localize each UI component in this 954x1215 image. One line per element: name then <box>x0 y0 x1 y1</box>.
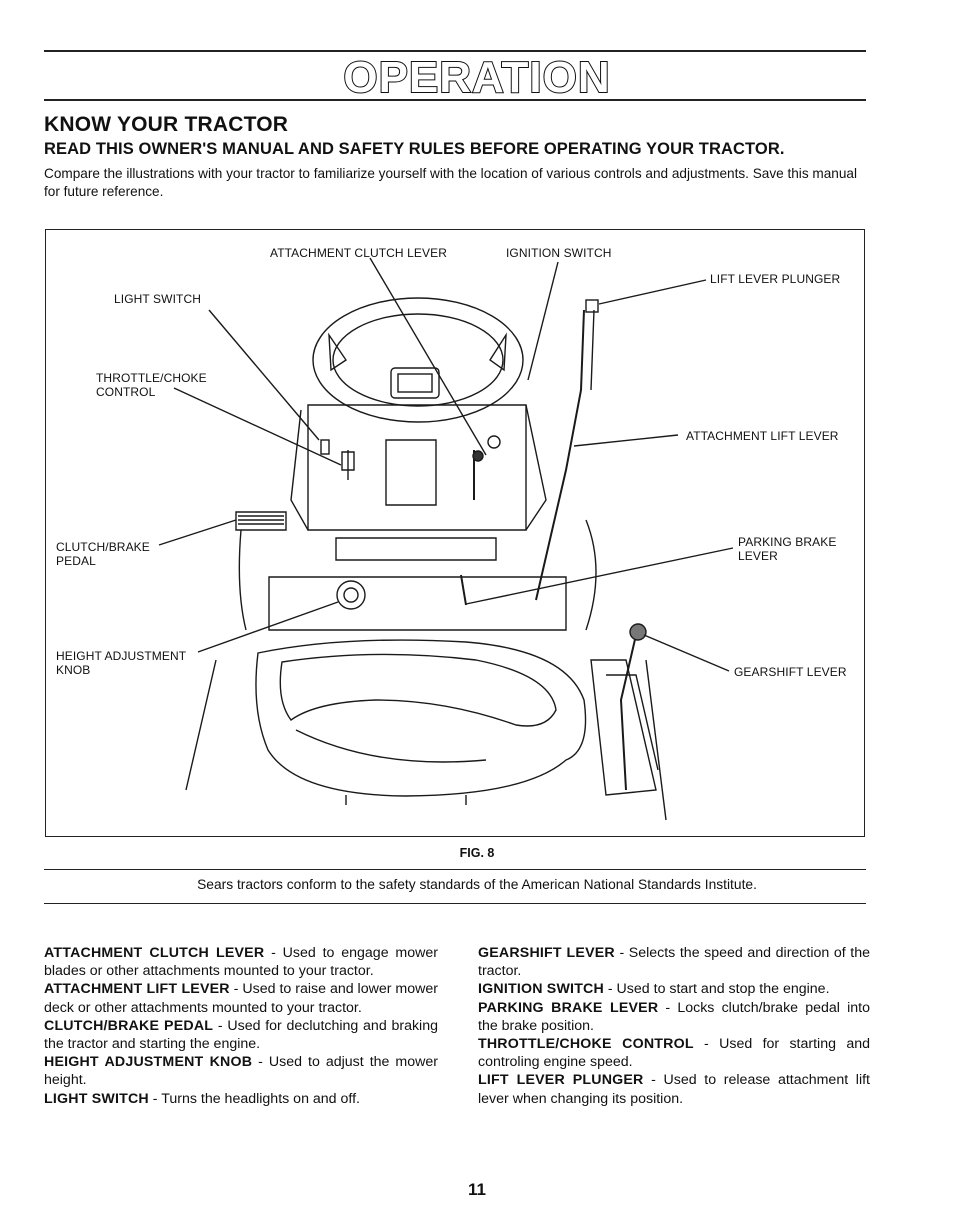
header-bottom-rule <box>44 99 866 101</box>
description-text: - Used to engage mower blades or other a… <box>44 945 438 980</box>
safety-warning-heading: READ THIS OWNER'S MANUAL AND SAFETY RULE… <box>44 140 785 158</box>
label-lift-lever-plunger: LIFT LEVER PLUNGER <box>710 272 841 286</box>
dash-panel <box>307 404 527 531</box>
standards-top-rule <box>44 869 866 870</box>
parking-brake-lever-drawing <box>460 574 467 606</box>
description-entry: ATTACHMENT CLUTCH LEVER - Used to engage… <box>44 944 438 980</box>
description-term: PARKING BRAKE LEVER <box>478 999 659 1016</box>
attachment-lift-lever-drawing <box>535 309 585 601</box>
label-height-adjustment-line1: HEIGHT ADJUSTMENT <box>56 649 187 663</box>
description-term: GEARSHIFT LEVER <box>478 945 615 961</box>
description-entry: LIFT LEVER PLUNGER - Used to release att… <box>478 1071 870 1107</box>
description-text: - Used for declutching and braking the t… <box>44 1017 438 1053</box>
description-term: ATTACHMENT LIFT LEVER <box>44 981 230 998</box>
descriptions-left-column: ATTACHMENT CLUTCH LEVER - Used to engage… <box>44 944 438 1108</box>
leader-gearshift <box>643 634 730 672</box>
label-attachment-clutch-lever: ATTACHMENT CLUTCH LEVER <box>270 246 447 260</box>
intro-paragraph: Compare the illustrations with your trac… <box>44 166 857 199</box>
tractor-controls-figure: ATTACHMENT CLUTCH LEVER IGNITION SWITCH … <box>45 229 865 837</box>
throttle-lever-drawing <box>341 450 355 480</box>
description-entry: HEIGHT ADJUSTMENT KNOB - Used to adjust … <box>44 1053 438 1089</box>
description-entry: IGNITION SWITCH - Used to start and stop… <box>478 980 870 998</box>
description-text: - Used to start and stop the engine. <box>603 981 830 998</box>
description-text: - Used to raise and lower mower deck or … <box>44 981 438 1016</box>
leader-light-switch <box>208 309 320 441</box>
description-entry: GEARSHIFT LEVER - Selects the speed and … <box>478 944 870 980</box>
leader-parking-brake <box>465 547 734 605</box>
description-text: - Locks clutch/brake pedal into the brak… <box>478 999 870 1034</box>
description-text: - Used to adjust the mower height. <box>44 1054 438 1089</box>
description-entry: CLUTCH/BRAKE PEDAL - Used for declutchin… <box>44 1017 438 1053</box>
description-term: IGNITION SWITCH <box>478 981 604 998</box>
seat-drawing <box>255 639 587 797</box>
description-term: CLUTCH/BRAKE PEDAL <box>44 1017 214 1034</box>
label-parking-brake-line1: PARKING BRAKE <box>738 535 837 549</box>
description-text: - Turns the headlights on and off. <box>148 1090 360 1107</box>
description-entry: THROTTLE/CHOKE CONTROL - Used for starti… <box>478 1035 870 1071</box>
tractor-illustration <box>158 257 734 821</box>
label-clutch-brake-line2: PEDAL <box>56 554 96 568</box>
leader-attachment-lift <box>573 434 679 447</box>
section-title: OPERATION <box>342 53 611 103</box>
label-ignition-switch: IGNITION SWITCH <box>506 246 612 260</box>
label-parking-brake-line2: LEVER <box>738 549 778 563</box>
label-clutch-brake-line1: CLUTCH/BRAKE <box>56 540 150 554</box>
leader-lift-plunger <box>598 279 707 305</box>
fender-outline <box>185 659 667 821</box>
label-gearshift-lever: GEARSHIFT LEVER <box>734 665 847 679</box>
standards-bottom-rule <box>44 903 866 904</box>
label-throttle-choke-line2: CONTROL <box>96 385 156 399</box>
label-light-switch: LIGHT SWITCH <box>114 292 201 306</box>
label-attachment-lift-lever: ATTACHMENT LIFT LEVER <box>686 429 839 443</box>
page-number: 11 <box>468 1180 486 1199</box>
leader-clutch-brake <box>158 519 237 546</box>
description-term: THROTTLE/CHOKE CONTROL <box>478 1036 694 1053</box>
description-text: - Selects the speed and direction of the… <box>478 945 870 980</box>
header-top-rule <box>44 50 866 52</box>
description-entry: PARKING BRAKE LEVER - Locks clutch/brake… <box>478 999 870 1035</box>
description-term: LIFT LEVER PLUNGER <box>478 1072 644 1089</box>
standards-note: Sears tractors conform to the safety sta… <box>197 877 757 892</box>
label-height-adjustment-line2: KNOB <box>56 663 91 677</box>
description-entry: ATTACHMENT LIFT LEVER - Used to raise an… <box>44 980 438 1016</box>
section-heading: KNOW YOUR TRACTOR <box>44 113 289 136</box>
description-term: ATTACHMENT CLUTCH LEVER <box>44 945 265 961</box>
description-term: LIGHT SWITCH <box>44 1090 149 1107</box>
description-term: HEIGHT ADJUSTMENT KNOB <box>44 1054 253 1071</box>
leader-throttle <box>173 387 342 466</box>
description-text: - Used to release attachment lift lever … <box>478 1072 870 1107</box>
descriptions-right-column: GEARSHIFT LEVER - Selects the speed and … <box>478 944 870 1108</box>
figure-caption: FIG. 8 <box>459 846 495 860</box>
description-text: - Used for starting and controling engin… <box>478 1036 870 1071</box>
leader-height-knob <box>197 601 339 653</box>
leader-attachment-clutch <box>369 257 487 456</box>
description-entry: LIGHT SWITCH - Turns the headlights on a… <box>44 1090 438 1108</box>
steering-wheel <box>312 297 524 423</box>
label-throttle-choke-line1: THROTTLE/CHOKE <box>96 371 207 385</box>
leader-ignition <box>527 261 559 381</box>
clutch-brake-pedal-drawing <box>235 511 287 531</box>
gearshift-lever-drawing <box>619 634 637 791</box>
height-adjustment-knob-drawing <box>336 580 366 610</box>
